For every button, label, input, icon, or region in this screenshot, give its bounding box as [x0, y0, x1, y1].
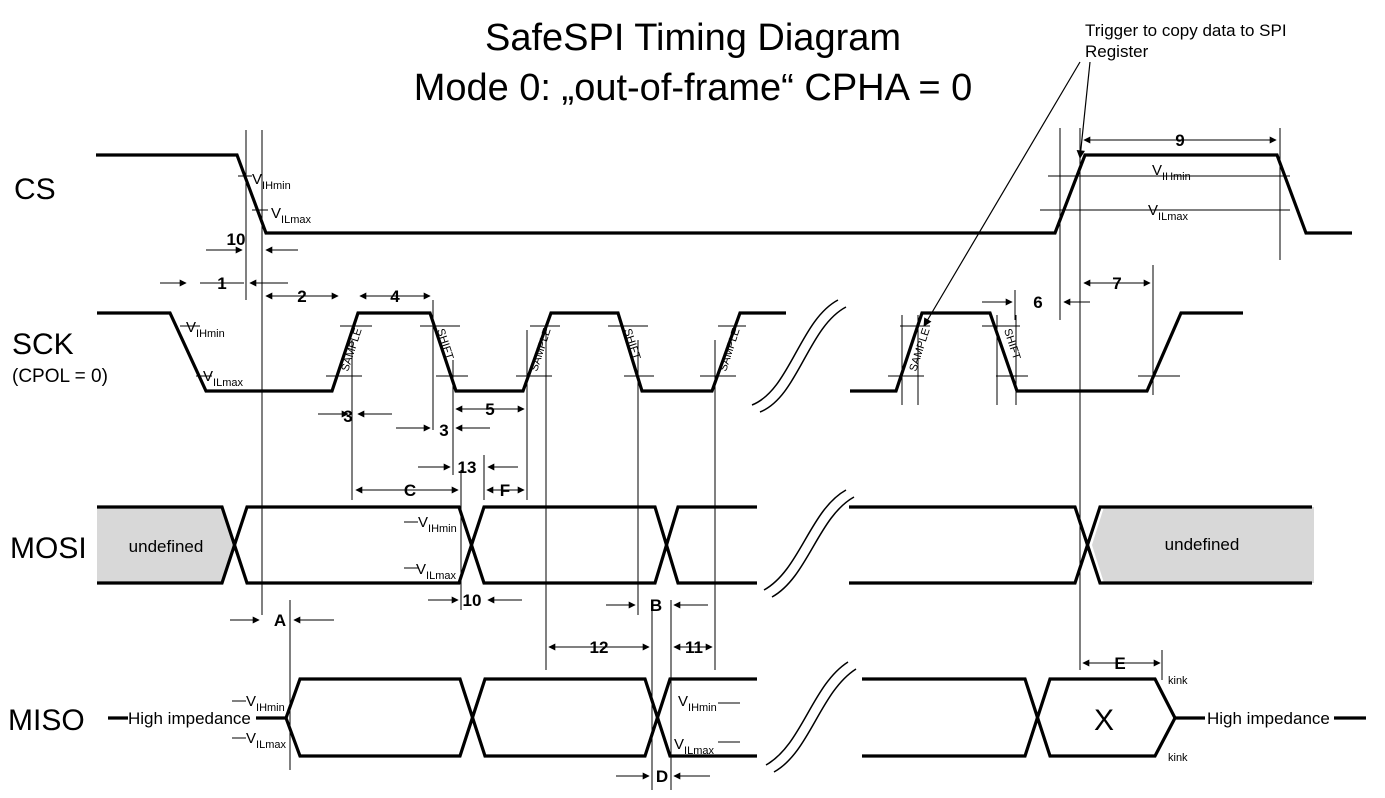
timing-9-label: 9 [1175, 131, 1184, 150]
miso-vil-label-2: VILmax [674, 736, 714, 757]
time-break-sck [751, 299, 847, 413]
signal-label-miso: MISO [8, 704, 85, 737]
time-break-miso [765, 661, 857, 773]
signal-label-mosi: MOSI [10, 532, 87, 565]
timing-3b-label: 3 [439, 421, 448, 440]
cs-vih-label-2: VIHmin [1152, 162, 1191, 183]
reference-lines [245, 128, 1281, 790]
timing-e-label: E [1114, 654, 1125, 673]
trigger-annotation-line2: Register [1085, 42, 1149, 61]
trigger-annotation-line1: Trigger to copy data to SPI [1085, 21, 1287, 40]
mosi-waveform [97, 505, 1312, 585]
sck-vil-label: VILmax [203, 368, 243, 389]
timing-7-label: 7 [1112, 274, 1121, 293]
miso-threshold-marks [232, 700, 740, 743]
mosi-vil-label: VILmax [416, 561, 456, 582]
signal-label-cs: CS [14, 173, 56, 206]
timing-5-label: 5 [485, 400, 494, 419]
miso-vih-label-1: VIHmin [246, 693, 285, 714]
miso-kink-top: kink [1168, 675, 1188, 687]
timing-b-label: B [650, 596, 662, 615]
signal-label-sck: SCK [12, 328, 74, 361]
timing-a-label: A [274, 611, 286, 630]
sck-threshold-marks [180, 315, 1180, 405]
cs-vil-label-1: VILmax [271, 205, 311, 226]
sck-waveform-b [850, 311, 1243, 393]
timing-12-label: 12 [590, 638, 609, 657]
timing-c-label: C [404, 481, 416, 500]
timing-f-label: F [500, 481, 510, 500]
timing-10-label: 10 [227, 230, 246, 249]
shift-tag-2: SHIFT [621, 327, 642, 361]
shift-tag-1: SHIFT [434, 327, 455, 361]
trigger-arrow-cs [1076, 61, 1091, 159]
timing-4-label: 4 [390, 287, 400, 306]
timing-11-label: 11 [685, 638, 703, 657]
sample-tag-3: SAMPLE [717, 327, 742, 373]
timing-10b-label: 10 [463, 591, 482, 610]
sck-vih-label: VIHmin [186, 319, 225, 340]
mosi-undefined-region-left [97, 507, 234, 583]
diagram-subtitle: Mode 0: „out-of-frame“ CPHA = 0 [414, 67, 973, 109]
miso-vih-label-2: VIHmin [678, 693, 717, 714]
sample-tag-1: SAMPLE [339, 327, 364, 373]
miso-kink-bottom: kink [1168, 752, 1188, 764]
timing-13-label: 13 [458, 458, 477, 477]
time-break-mosi [763, 489, 855, 598]
timing-6-label: 6 [1033, 293, 1042, 312]
miso-vil-label-1: VILmax [246, 730, 286, 751]
diagram-title: SafeSPI Timing Diagram [485, 17, 901, 59]
cs-threshold-marks [238, 175, 1290, 211]
mosi-undefined-label-right: undefined [1165, 535, 1240, 554]
timing-2-label: 2 [297, 287, 306, 306]
timing-d-label: D [656, 767, 668, 786]
sample-tag-2: SAMPLE [528, 327, 553, 373]
cs-vil-label-2: VILmax [1148, 202, 1188, 223]
miso-high-impedance-right: High impedance [1207, 709, 1330, 728]
signal-label-sck-cpol: (CPOL = 0) [12, 366, 108, 387]
timing-1-label: 1 [217, 274, 226, 293]
miso-x-state: X [1094, 704, 1114, 737]
sck-waveform-a [97, 311, 786, 393]
mosi-undefined-region-right [1092, 507, 1314, 583]
miso-waveform [108, 677, 1366, 758]
cs-vih-label-1: VIHmin [252, 171, 291, 192]
timing-3a-label: 3 [343, 407, 352, 426]
mosi-vih-label: VIHmin [418, 514, 457, 535]
trigger-arrow-sck [923, 61, 1081, 327]
miso-high-impedance-left: High impedance [128, 709, 251, 728]
mosi-undefined-label-left: undefined [129, 537, 204, 556]
cs-waveform-start [96, 153, 1352, 235]
